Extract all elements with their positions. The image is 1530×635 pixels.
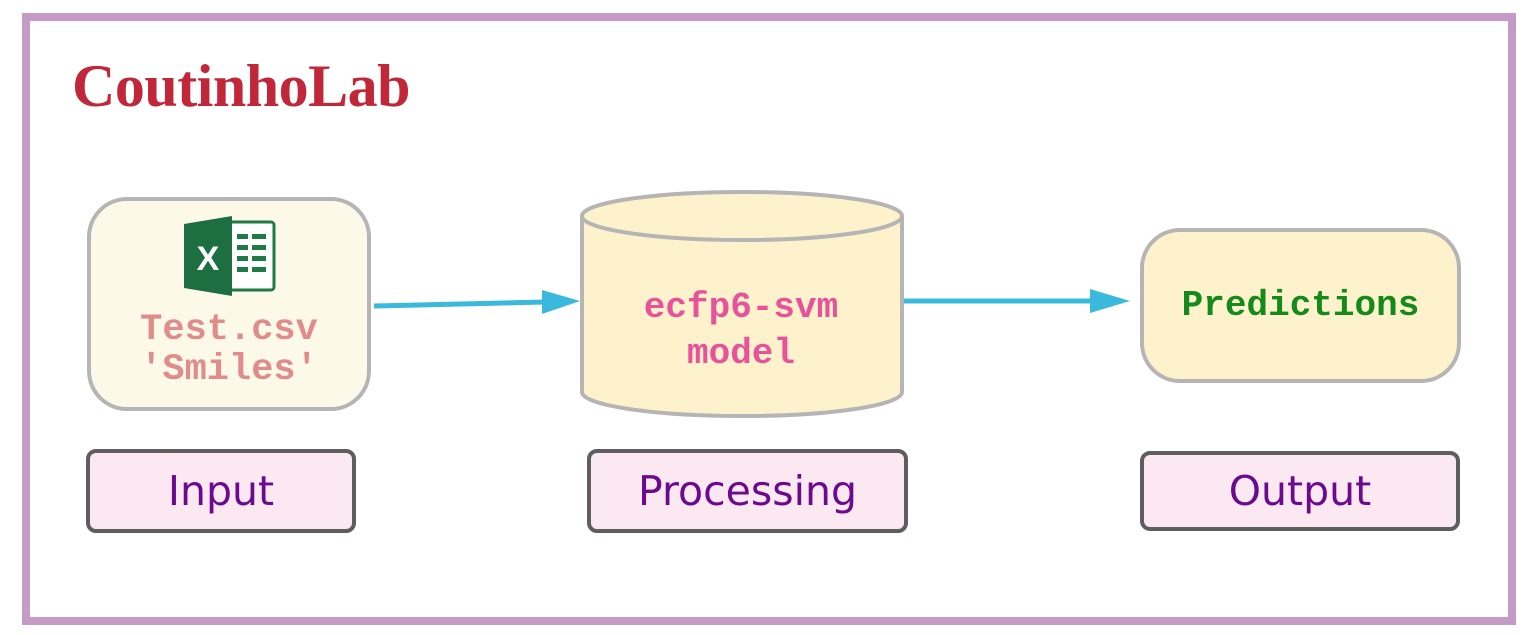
brand-title: CoutinhoLab xyxy=(72,53,410,119)
output-node: Predictions xyxy=(1140,228,1461,383)
stage-input: Input xyxy=(86,449,356,533)
stage-output: Output xyxy=(1140,451,1460,531)
arrow-model-to-output xyxy=(904,289,1130,313)
input-filename: Test.csv xyxy=(140,309,318,351)
input-column: 'Smiles' xyxy=(140,349,318,391)
excel-icon: X xyxy=(184,216,276,296)
predictions-label: Predictions xyxy=(1181,285,1420,326)
model-suffix: model xyxy=(686,333,796,374)
model-name: ecfp6-svm xyxy=(643,287,839,328)
svg-text:X: X xyxy=(197,240,220,278)
arrow-input-to-model xyxy=(373,290,580,314)
input-node: X Test.csv 'Smiles' xyxy=(87,197,371,411)
model-cylinder xyxy=(580,190,904,418)
model-label: ecfp6-svm model xyxy=(580,285,902,377)
stage-processing: Processing xyxy=(587,449,908,533)
